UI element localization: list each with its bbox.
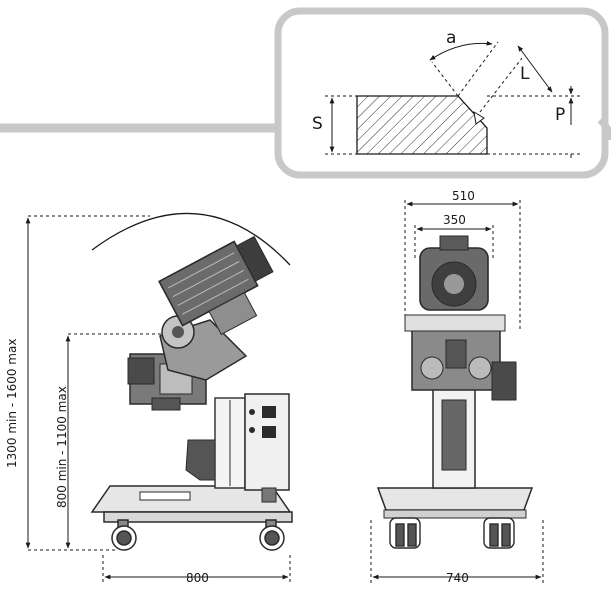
length-label: L xyxy=(520,64,530,84)
front-view xyxy=(370,200,544,585)
angle-label: a xyxy=(446,28,457,48)
thickness-label: S xyxy=(312,114,323,134)
side-width-label: 800 xyxy=(186,571,209,585)
front-base-width-label: 740 xyxy=(446,571,469,585)
side-table-height-label: 800 min - 1100 max xyxy=(55,386,69,508)
side-view xyxy=(25,212,293,585)
front-inner-width-label: 350 xyxy=(443,213,466,227)
side-height-label: 1300 min - 1600 max xyxy=(5,338,19,468)
bevel-detail xyxy=(325,40,580,158)
front-outer-width-label: 510 xyxy=(452,189,475,203)
detail-frame xyxy=(0,7,611,179)
depth-label: P xyxy=(555,105,566,125)
plate-section xyxy=(356,95,488,155)
